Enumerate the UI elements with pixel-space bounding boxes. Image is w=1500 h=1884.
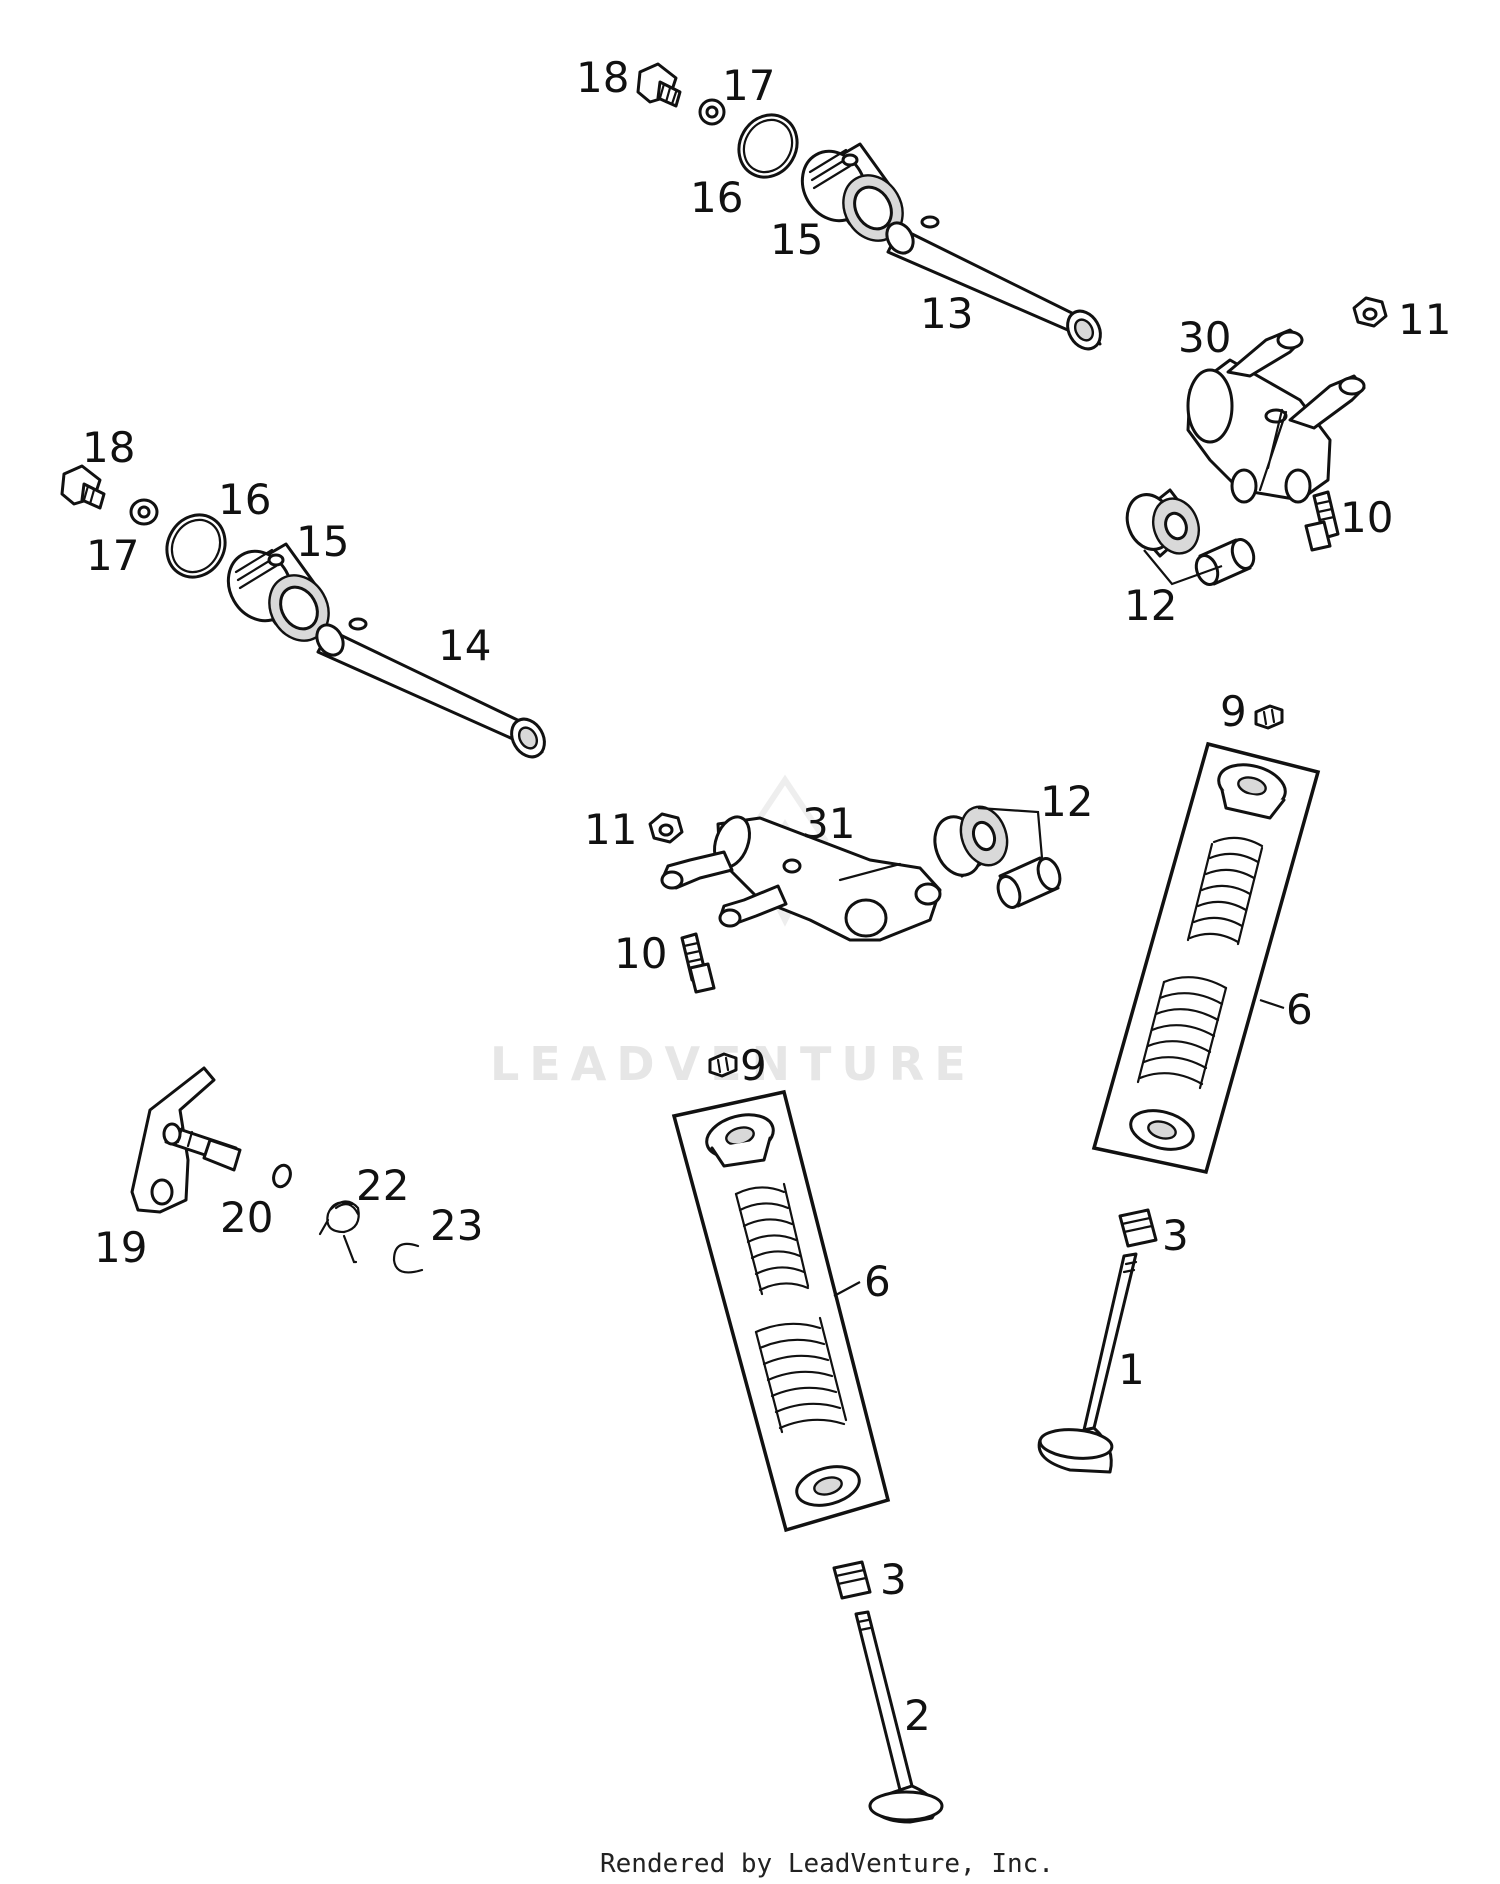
rocker-shaft-13[interactable] xyxy=(882,215,1107,355)
callout-3-left: 3 xyxy=(880,1555,907,1604)
callout-12-mid: 12 xyxy=(1040,777,1093,826)
roller-bush-12-mid[interactable] xyxy=(927,800,1064,910)
callout-17-left: 17 xyxy=(86,531,139,580)
callout-17-top: 17 xyxy=(722,61,775,110)
rocker-arm-30[interactable] xyxy=(1186,328,1366,504)
roller-bush-12-top[interactable] xyxy=(1120,488,1258,587)
rocker-shaft-14[interactable] xyxy=(312,617,551,763)
callout-3-right: 3 xyxy=(1162,1211,1189,1260)
o-ring-16-left[interactable] xyxy=(156,504,236,587)
callout-9-right: 9 xyxy=(1220,687,1247,736)
outer-spring-right xyxy=(1136,976,1228,1090)
callout-line-6-right xyxy=(1259,998,1285,1010)
rocker-arm-31[interactable] xyxy=(660,812,942,942)
bushing-15-left[interactable] xyxy=(216,540,340,652)
callout-18-left: 18 xyxy=(82,423,135,472)
o-ring-16-top[interactable] xyxy=(728,104,808,187)
callout-20: 20 xyxy=(220,1193,273,1242)
exhaust-valve-2[interactable] xyxy=(854,1610,944,1824)
callout-31: 31 xyxy=(802,799,855,848)
callout-12-top: 12 xyxy=(1124,581,1177,630)
valve-keeper-9-right[interactable] xyxy=(1254,704,1284,730)
valve-stem-seal-3-left[interactable] xyxy=(832,1560,872,1600)
callout-15-top: 15 xyxy=(770,215,823,264)
callout-2: 2 xyxy=(904,1691,931,1740)
valve-keeper-9-left[interactable] xyxy=(708,1052,738,1078)
valve-stem-seal-3-right[interactable] xyxy=(1118,1208,1158,1248)
screw-18-top[interactable] xyxy=(636,62,682,108)
adjust-screw-10-top[interactable] xyxy=(1304,490,1340,552)
callout-1: 1 xyxy=(1118,1345,1145,1394)
callout-6-left: 6 xyxy=(864,1257,891,1306)
decompression-lever-19[interactable] xyxy=(130,1066,242,1214)
callout-15-left: 15 xyxy=(296,517,349,566)
circlip-23[interactable] xyxy=(392,1242,424,1274)
callout-19: 19 xyxy=(94,1223,147,1272)
small-o-ring-20[interactable] xyxy=(271,1163,294,1189)
nut-11-top[interactable] xyxy=(1352,296,1388,328)
callout-line-12-mid xyxy=(977,806,1044,859)
intake-valve-1[interactable] xyxy=(1037,1252,1138,1474)
valve-spring-set-6-right[interactable] xyxy=(1091,741,1321,1175)
nut-11-mid[interactable] xyxy=(648,812,684,844)
inner-spring-right xyxy=(1186,836,1264,946)
callout-30: 30 xyxy=(1178,313,1231,362)
rendered-by-footer: Rendered by LeadVenture, Inc. xyxy=(600,1849,1054,1879)
callout-11-top: 11 xyxy=(1398,295,1451,344)
callout-11-mid: 11 xyxy=(584,805,637,854)
callout-line-12-top xyxy=(1143,549,1223,586)
callout-16-left: 16 xyxy=(218,475,271,524)
inner-spring-left xyxy=(734,1182,810,1296)
callout-13: 13 xyxy=(920,289,973,338)
screw-18-left[interactable] xyxy=(60,464,106,510)
callout-14: 14 xyxy=(438,621,491,670)
valve-spring-set-6-left[interactable] xyxy=(671,1089,891,1533)
torsion-spring-22[interactable] xyxy=(318,1200,360,1264)
callout-16-top: 16 xyxy=(690,173,743,222)
washer-17-left[interactable] xyxy=(129,498,159,526)
callout-6-right: 6 xyxy=(1286,985,1313,1034)
callout-22: 22 xyxy=(356,1161,409,1210)
outer-spring-left xyxy=(754,1316,848,1434)
bushing-15-top[interactable] xyxy=(790,140,914,252)
callout-18-top: 18 xyxy=(576,53,629,102)
washer-17-top[interactable] xyxy=(698,98,726,126)
callout-10-top: 10 xyxy=(1340,493,1393,542)
callout-10-mid: 10 xyxy=(614,929,667,978)
adjust-screw-10-mid[interactable] xyxy=(680,932,716,994)
callout-23: 23 xyxy=(430,1201,483,1250)
callout-9-left: 9 xyxy=(740,1041,767,1090)
callout-line-6-left xyxy=(833,1281,861,1297)
